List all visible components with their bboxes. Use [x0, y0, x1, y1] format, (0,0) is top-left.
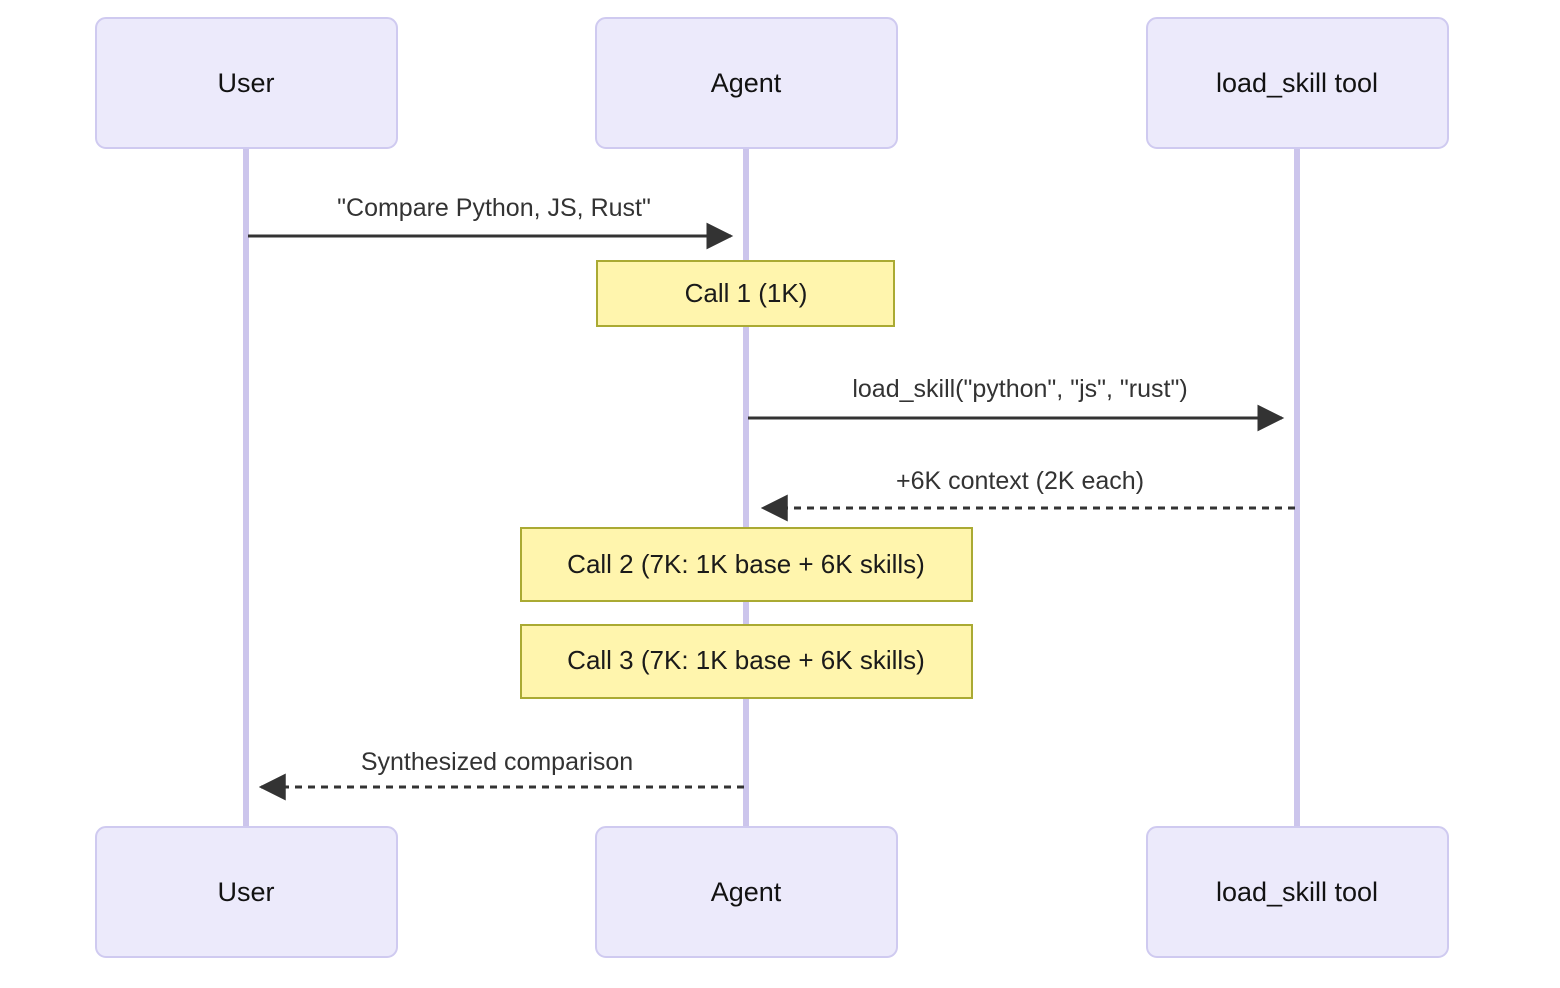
- note-label-call-1: Call 1 (1K): [685, 278, 808, 308]
- participant-label-user-bottom: User: [217, 877, 274, 907]
- participant-label-tool-top: load_skill tool: [1216, 68, 1378, 98]
- participant-bottom-agent[interactable]: Agent: [595, 826, 898, 958]
- participant-top-agent[interactable]: Agent: [595, 17, 898, 149]
- note-3[interactable]: Call 3 (7K: 1K base + 6K skills): [520, 624, 973, 699]
- participant-top-tool[interactable]: load_skill tool: [1146, 17, 1449, 149]
- participant-label-tool-bottom: load_skill tool: [1216, 877, 1378, 907]
- note-label-call-3: Call 3 (7K: 1K base + 6K skills): [567, 645, 925, 675]
- message-3-label: +6K context (2K each): [896, 467, 1144, 495]
- participant-label-agent-bottom: Agent: [711, 877, 782, 907]
- note-label-call-2: Call 2 (7K: 1K base + 6K skills): [567, 549, 925, 579]
- participant-bottom-tool[interactable]: load_skill tool: [1146, 826, 1449, 958]
- participant-box-tool-top[interactable]: [1146, 17, 1449, 149]
- note-box-call-3[interactable]: [520, 624, 973, 699]
- note-box-call-2[interactable]: [520, 527, 973, 602]
- participant-label-user-top: User: [217, 68, 274, 98]
- message-3[interactable]: +6K context (2K each): [760, 467, 1295, 522]
- message-4[interactable]: Synthesized comparison: [258, 748, 744, 801]
- message-1-label: "Compare Python, JS, Rust": [337, 194, 651, 222]
- note-2[interactable]: Call 2 (7K: 1K base + 6K skills): [520, 527, 973, 602]
- message-4-label: Synthesized comparison: [361, 748, 633, 776]
- message-2-label: load_skill("python", "js", "rust"): [852, 375, 1187, 403]
- participant-box-user-top[interactable]: [95, 17, 398, 149]
- participant-top-user[interactable]: User: [95, 17, 398, 149]
- note-box-call-1[interactable]: [596, 260, 895, 327]
- participant-bottom-user[interactable]: User: [95, 826, 398, 958]
- message-1[interactable]: "Compare Python, JS, Rust": [248, 194, 734, 250]
- message-2[interactable]: load_skill("python", "js", "rust"): [748, 375, 1285, 432]
- note-1[interactable]: Call 1 (1K): [596, 260, 895, 327]
- participant-box-user-bottom[interactable]: [95, 826, 398, 958]
- participant-box-tool-bottom[interactable]: [1146, 826, 1449, 958]
- participant-box-agent-bottom[interactable]: [595, 826, 898, 958]
- participant-box-agent-top[interactable]: [595, 17, 898, 149]
- participant-label-agent-top: Agent: [711, 68, 782, 98]
